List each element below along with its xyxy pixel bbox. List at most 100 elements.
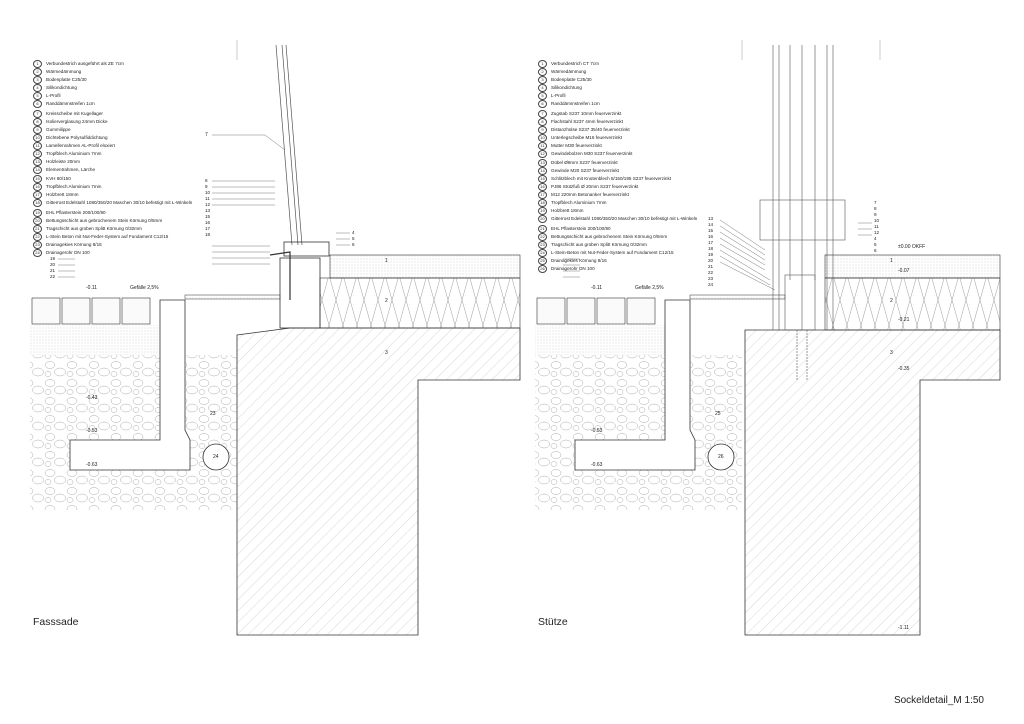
legend-number: 1 (538, 60, 547, 68)
callout-tag: 7 (205, 132, 208, 138)
legend-text: Tropfblech Aluminium 7mm (551, 200, 607, 205)
callout-tag: 22 (50, 274, 56, 279)
legend-item: 7 Zugstab S237 10mm feuerverzinkt (538, 109, 697, 118)
legend-text: Randdämmstreifen 1cm (551, 101, 600, 106)
callout-bubble: 1 (385, 258, 388, 264)
callout-tag: 10 (205, 190, 211, 195)
legend-text: Drainagekies Körnung 8/16 (551, 257, 607, 263)
callout-tag: 19 (50, 256, 56, 261)
callout-tag: 9 (874, 212, 877, 217)
callout-tag: 21 (50, 268, 56, 273)
callout-bubble: 2 (385, 298, 388, 304)
callout-tag: 11 (205, 196, 210, 201)
callout-tag: 5 (874, 242, 877, 247)
callout-tag: 24 (708, 282, 714, 287)
legend-number: 2 (538, 68, 547, 76)
callout-tag: 20 (50, 262, 56, 267)
callout-bubble: 26 (718, 454, 724, 460)
level-label: -0.11 (86, 285, 98, 291)
legend-text: L-Stein-Beton mit Nut-Feder-System auf F… (551, 249, 674, 255)
legend-number: 23 (33, 240, 42, 249)
callout-tag: 8 (874, 206, 877, 211)
section-stuetze (535, 40, 1001, 636)
legend-text: Gummilippe (46, 126, 71, 132)
callout-tag: 5 (352, 236, 355, 241)
legend-text: Mutter M30 feuerverzinkt (551, 142, 602, 148)
legend-number: 23 (538, 240, 547, 249)
legend-number: 10 (33, 133, 42, 142)
callout-bubble: 24 (213, 454, 219, 460)
callout-tag: 13 (708, 216, 714, 221)
callout-tag: 4 (874, 236, 877, 241)
legend-text: Bettungsschicht aus gebrochenem Stein Kö… (46, 217, 163, 223)
callout-tag: 17 (205, 226, 211, 231)
callout-bubble: 1 (890, 258, 893, 264)
callout-tag: 21 (708, 264, 714, 269)
slope-label: Gefälle 2,5% (635, 285, 664, 291)
level-label: -0.63 (86, 462, 98, 468)
legend-number: 17 (538, 191, 547, 199)
legend-text: Holzbrett 18mm (46, 192, 79, 197)
callout-tag: 17 (708, 240, 714, 245)
callout-tag: 6 (874, 248, 877, 253)
callout-tag: 10 (874, 218, 880, 223)
level-label: ±0.00 OKFF (898, 244, 926, 250)
legend-text: Gewindebolzen M30 S237 feuerverzinkt (551, 150, 633, 156)
level-label: -0.53 (86, 428, 98, 434)
legend-number: 14 (538, 167, 547, 175)
legend-number: 21 (538, 224, 547, 233)
legend-text: Drainagerohr DN 100 (46, 249, 90, 255)
legend-number: 4 (538, 84, 547, 92)
legend-number: 12 (33, 149, 42, 158)
level-label: -0.43 (86, 395, 98, 401)
callout-tag: 6 (352, 242, 355, 247)
legend-text: Tropfblech Aluminium 7mm (46, 150, 102, 156)
legend-number: 1 (33, 60, 42, 68)
legend-number: 7 (538, 109, 547, 118)
sheet-title: Sockeldetail_M 1:50 (893, 695, 984, 706)
callout-tag: 16 (205, 220, 211, 225)
legend-text: EHL Pflasterstein 200/100/80 (46, 209, 106, 215)
callout-tag: 7 (874, 200, 877, 205)
legend-number: 15 (538, 175, 547, 183)
section-fassade (30, 40, 521, 636)
callout-tag: 15 (708, 228, 714, 233)
legend-text: Gewinde M20 S237 feuerverzinkt (551, 168, 619, 173)
legend-number: 16 (538, 183, 547, 191)
legend-number: 10 (538, 133, 547, 142)
legend-number: 8 (33, 117, 42, 126)
legend-text: KVH 80/150 (46, 176, 71, 181)
legend-text: Dichtebene Polysulfiddichtung (46, 134, 108, 140)
legend-number: 2 (33, 68, 42, 76)
legend-text: Dübel Ø8mm S237 feuerverzinkt (551, 160, 618, 165)
legend-number: 24 (33, 248, 42, 257)
legend-text: Zugstab S237 10mm feuerverzinkt (551, 110, 622, 116)
legend-number: 3 (33, 76, 42, 84)
legend-text: Tropfblech Aluminium 7mm (46, 184, 102, 189)
legend-text: Gitterrost Edelstahl 1080/350/20 Maschen… (551, 216, 698, 221)
legend-text: Schlitzblech mit Knotenblech 8/150/195 S… (551, 176, 672, 181)
